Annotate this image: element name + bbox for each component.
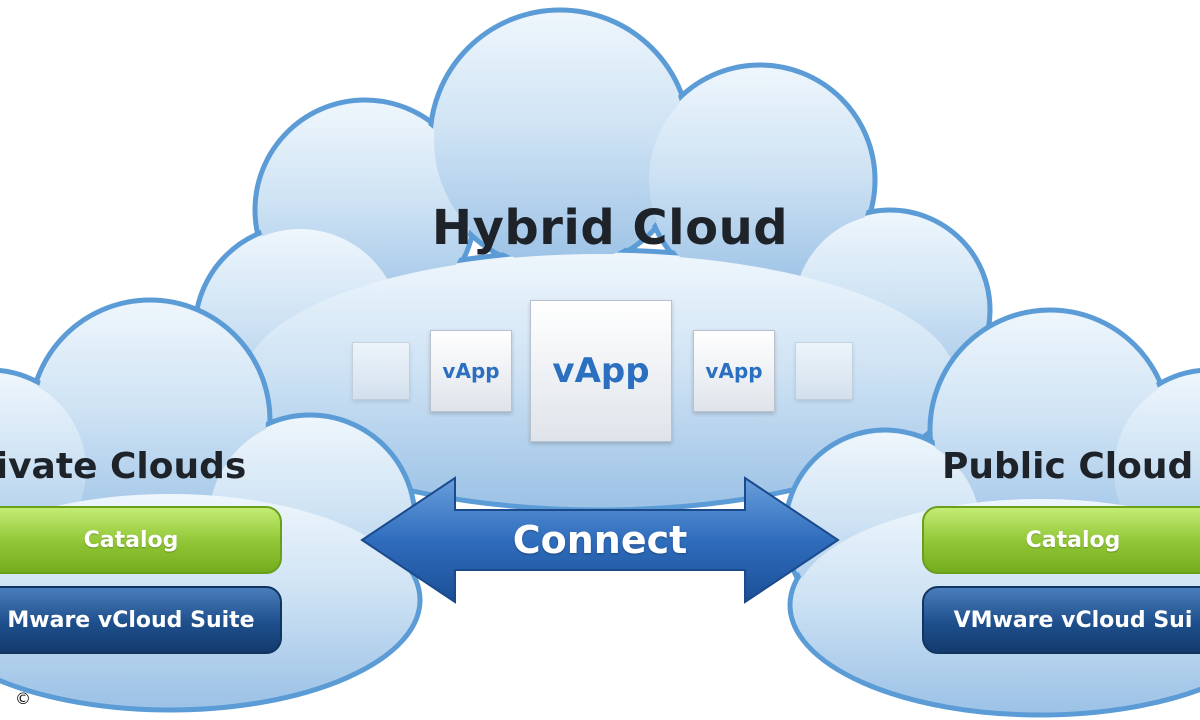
vapp-tile-small-left: vApp (430, 330, 512, 412)
vapp-tile-main: vApp (530, 300, 672, 442)
double-arrow-icon (360, 476, 840, 604)
private-clouds-title: rivate Clouds (0, 446, 247, 487)
hybrid-cloud-title: Hybrid Cloud (431, 200, 789, 256)
public-vcloud-suite-bar: VMware vCloud Sui (922, 586, 1200, 654)
copyright-mark: © (15, 689, 31, 708)
vapp-tile-small-right: vApp (693, 330, 775, 412)
public-catalog-bar: Catalog (922, 506, 1200, 574)
private-catalog-bar: Catalog (0, 506, 282, 574)
connect-label: Connect (512, 518, 688, 562)
vapp-tile-placeholder-right (795, 342, 853, 400)
private-vcloud-suite-bar: Mware vCloud Suite (0, 586, 282, 654)
vapp-tile-placeholder-left (352, 342, 410, 400)
public-clouds-title: Public Cloud (942, 446, 1194, 487)
